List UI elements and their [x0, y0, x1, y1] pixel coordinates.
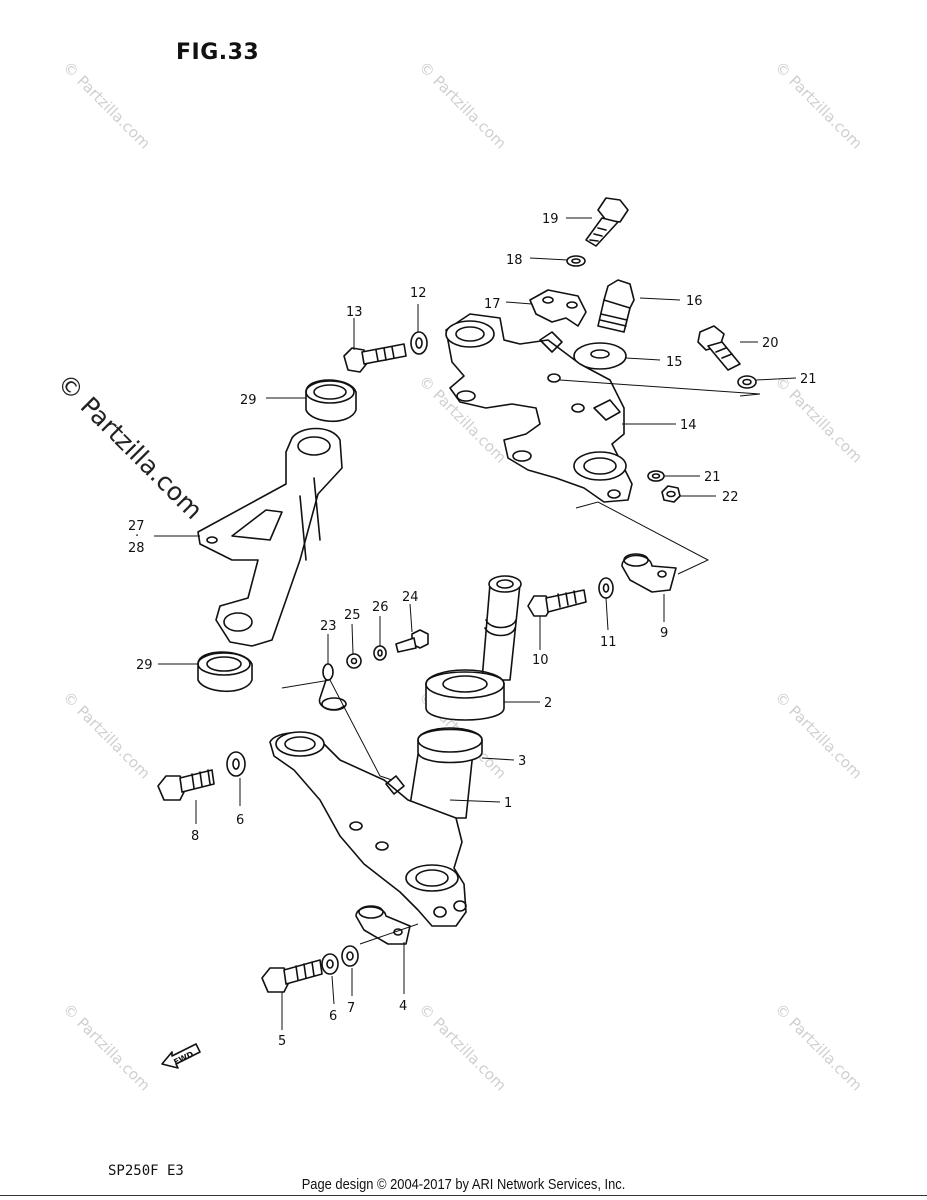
part-29-grommet-upper[interactable]	[305, 379, 357, 422]
part-17-handlebar-holder[interactable]	[529, 289, 587, 327]
figure-title: FIG.33	[176, 40, 260, 65]
callout-22: 22	[722, 490, 739, 505]
part-2-bearing[interactable]	[425, 669, 505, 721]
part-6-lock-washer[interactable]	[226, 751, 246, 777]
callout-16: 16	[686, 294, 703, 309]
model-code: SP250F E3	[108, 1163, 184, 1179]
callout-12: 12	[410, 286, 427, 301]
callout-23: 23	[320, 619, 337, 634]
part-18-washer[interactable]	[566, 255, 586, 267]
part-22-nut[interactable]	[661, 485, 681, 503]
callout-18: 18	[506, 253, 523, 268]
callout-10: 10	[532, 653, 549, 668]
part-29-grommet-lower[interactable]	[197, 651, 253, 692]
part-9-brake-hose-clamp[interactable]	[621, 553, 677, 593]
part-11-washer[interactable]	[598, 577, 614, 599]
part-14-upper-bracket[interactable]	[445, 313, 633, 503]
callout-28: 28	[128, 541, 145, 556]
part-6-lock-washer[interactable]	[321, 953, 339, 975]
callout-labels: 19 18 16 17 15 20 21 14 21 22 12 13 29 2…	[128, 212, 817, 1049]
callout-11: 11	[600, 635, 617, 650]
part-16-cap-nut[interactable]	[597, 279, 635, 333]
callout-6: 6	[329, 1009, 337, 1024]
part-4-clamp[interactable]	[355, 905, 411, 945]
part-25-washer[interactable]	[346, 653, 362, 669]
part-27-28-headlight-bracket[interactable]	[197, 427, 343, 647]
part-13-bolt[interactable]	[343, 343, 407, 373]
footer-copyright: Page design © 2004-2017 by ARI Network S…	[301, 1176, 626, 1193]
callout-9: 9	[660, 626, 668, 641]
callout-20: 20	[762, 336, 779, 351]
callout-7: 7	[347, 1001, 355, 1016]
part-10-bolt[interactable]	[527, 589, 587, 617]
callout-4: 4	[399, 999, 407, 1014]
callout-3: 3	[518, 754, 526, 769]
part-7-washer[interactable]	[341, 945, 359, 967]
part-21-washer[interactable]	[737, 375, 757, 389]
callout-29: 29	[136, 658, 153, 673]
fwd-arrow-icon: FWD	[161, 1043, 201, 1069]
callout-17: 17	[484, 297, 501, 312]
part-19-bolt[interactable]	[585, 197, 629, 247]
callout-26: 26	[372, 600, 389, 615]
part-15-damper[interactable]	[573, 342, 627, 370]
part-1-steering-stem[interactable]	[269, 575, 522, 927]
callout-19: 19	[542, 212, 559, 227]
callout-29: 29	[240, 393, 257, 408]
callout-14: 14	[680, 418, 697, 433]
part-21-washer[interactable]	[647, 470, 665, 482]
callout-2: 2	[544, 696, 552, 711]
callout-13: 13	[346, 305, 363, 320]
fwd-label: FWD	[172, 1049, 195, 1066]
callout-25: 25	[344, 608, 361, 623]
callout-15: 15	[666, 355, 683, 370]
callout-8: 8	[191, 829, 199, 844]
footer-divider	[0, 1195, 927, 1196]
part-20-bolt[interactable]	[697, 325, 741, 371]
callout-1: 1	[504, 796, 512, 811]
part-24-screw[interactable]	[395, 629, 429, 653]
callout-24: 24	[402, 590, 419, 605]
callout-6: 6	[236, 813, 244, 828]
callout-5: 5	[278, 1034, 286, 1049]
part-26-washer[interactable]	[373, 645, 387, 661]
part-5-bolt[interactable]	[261, 959, 323, 993]
part-3-dust-seal[interactable]	[417, 727, 483, 764]
callout-21: 21	[704, 470, 721, 485]
callout-27: 27	[128, 519, 145, 534]
callout-21: 21	[800, 372, 817, 387]
callout-dot: ·	[135, 529, 139, 544]
part-8-bolt[interactable]	[157, 769, 215, 801]
part-12-washer[interactable]	[410, 331, 428, 355]
leader-lines	[154, 217, 797, 1030]
